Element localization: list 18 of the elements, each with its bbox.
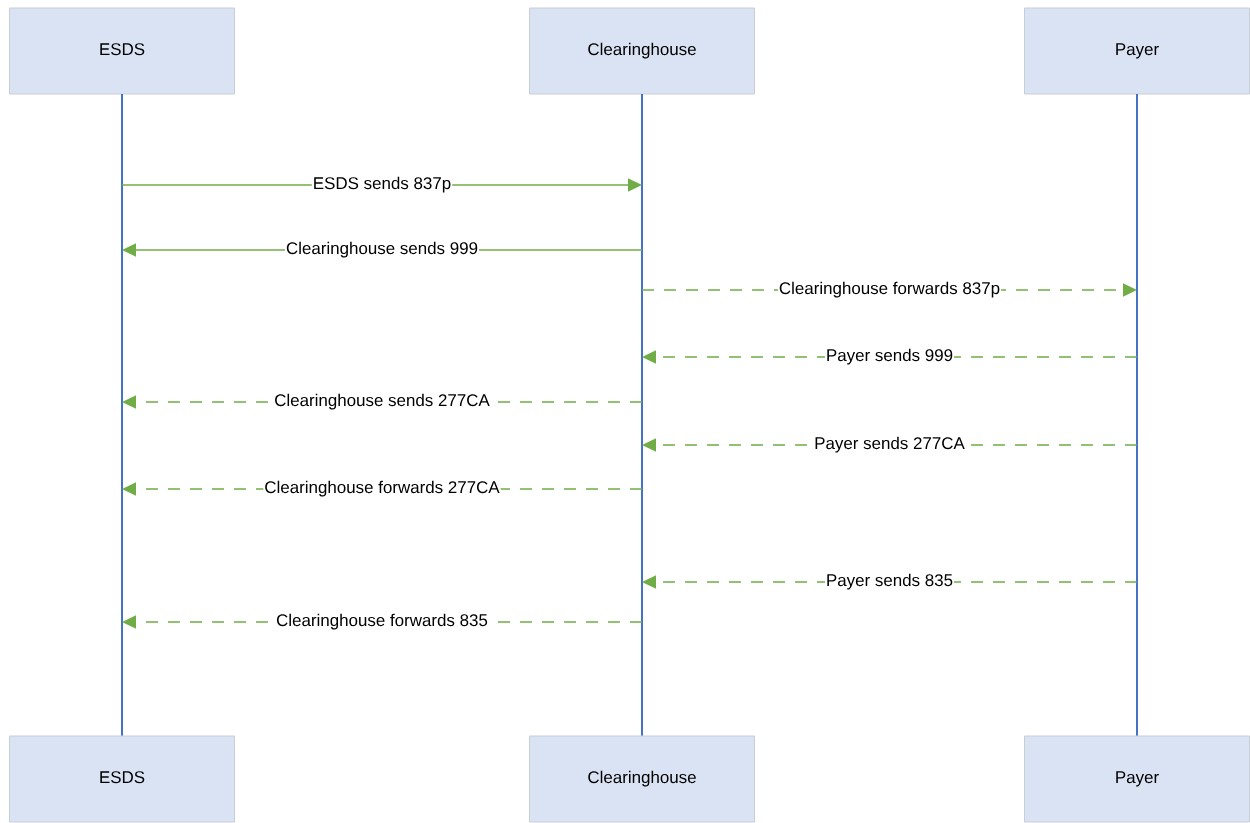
- edge-label: Clearinghouse sends 277CA: [273, 393, 491, 411]
- edge-label: Payer sends 835: [824, 573, 955, 591]
- participant-box: Payer: [1024, 735, 1250, 823]
- edge-label: ESDS sends 837p: [311, 176, 453, 194]
- edge-label: Payer sends 999: [824, 348, 955, 366]
- lifeline: [121, 94, 123, 736]
- participant-box: ESDS: [9, 735, 235, 823]
- edge-label: Clearinghouse sends 999: [284, 241, 480, 259]
- edge-label: Clearinghouse forwards 835: [275, 613, 489, 631]
- lifeline: [641, 94, 643, 736]
- edge-label: Clearinghouse forwards 277CA: [263, 480, 501, 498]
- lifeline: [1136, 94, 1138, 736]
- edge-label: Payer sends 277CA: [813, 436, 966, 454]
- participant-box: ESDS: [9, 7, 235, 95]
- edge-label: Clearinghouse forwards 837p: [777, 281, 1002, 299]
- participant-box: Payer: [1024, 7, 1250, 95]
- participant-box: Clearinghouse: [529, 7, 755, 95]
- participant-box: Clearinghouse: [529, 735, 755, 823]
